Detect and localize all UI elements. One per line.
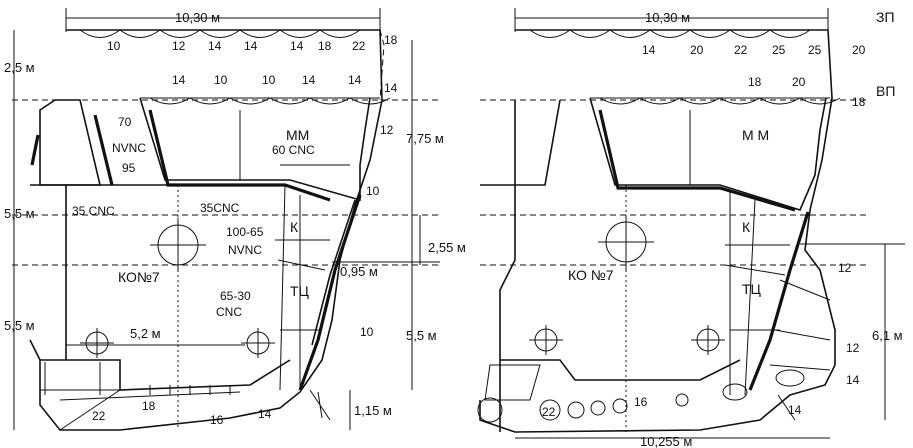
svg-text:14: 14 (788, 403, 802, 417)
svg-text:20: 20 (690, 43, 704, 57)
left-wing-compartment (39, 99, 102, 186)
dim-10-255: 10,255 м (640, 434, 692, 448)
dim-5-5-lower: 5,5 м (4, 318, 35, 333)
dim-1-15: 1,15 м (354, 403, 392, 418)
armor-100-65: 100-65 (226, 225, 264, 239)
label-engine-room-left: ММ (286, 127, 309, 143)
svg-text:14: 14 (244, 39, 258, 53)
dim-5-5-right: 5,5 м (406, 328, 437, 343)
svg-text:14: 14 (208, 39, 222, 53)
svg-text:18: 18 (318, 39, 332, 53)
svg-text:12: 12 (846, 341, 860, 355)
deck-zp-label: ЗП (876, 9, 895, 25)
svg-text:10: 10 (262, 73, 276, 87)
dim-5-5-upper: 5,5 м (4, 206, 35, 221)
svg-text:20: 20 (792, 75, 806, 89)
left-mid-thicknesses: 14 10 10 14 14 14 (172, 73, 398, 95)
svg-text:16: 16 (210, 413, 224, 427)
svg-text:14: 14 (846, 373, 860, 387)
dim-6-1: 6,1 м (872, 328, 903, 343)
svg-text:18: 18 (142, 399, 156, 413)
right-section: 10,30 м ЗП ВП (477, 8, 905, 448)
armor-cnc: CNC (216, 305, 242, 319)
deck-vp-label: ВП (876, 83, 895, 99)
right-engine-room-outline (589, 97, 827, 211)
svg-text:18: 18 (852, 95, 866, 109)
svg-text:22: 22 (92, 409, 106, 423)
svg-text:10: 10 (360, 325, 374, 339)
dim-5-2: 5,2 м (130, 326, 161, 341)
svg-text:22: 22 (352, 39, 366, 53)
label-boiler-room-right: КО №7 (568, 267, 614, 283)
svg-text:14: 14 (172, 73, 186, 87)
armor-nvnc: NVNC (112, 141, 146, 155)
armor-95: 95 (122, 161, 136, 175)
svg-text:14: 14 (384, 81, 398, 95)
armor-35cnc-left: 35 CNC (72, 204, 115, 218)
svg-text:20: 20 (852, 43, 866, 57)
label-k-right: К (742, 219, 751, 235)
label-boiler-room-left: КО№7 (118, 269, 160, 285)
label-k-left: К (290, 219, 299, 235)
svg-text:22: 22 (542, 405, 556, 419)
dim-7-75: 7,75 м (406, 131, 444, 146)
left-armor-belt (298, 194, 362, 391)
svg-text:14: 14 (302, 73, 316, 87)
svg-text:18: 18 (384, 33, 398, 47)
dim-2-5: 2,5 м (4, 60, 35, 75)
svg-text:25: 25 (808, 43, 822, 57)
left-top-thicknesses: 10 12 14 14 14 18 22 18 (107, 33, 398, 53)
right-hull-outline (479, 29, 836, 433)
svg-text:14: 14 (642, 43, 656, 57)
svg-text:22: 22 (734, 43, 748, 57)
armor-35cnc-mid: 35CNC (200, 201, 240, 215)
armor-nvnc-2: NVNC (228, 243, 262, 257)
svg-text:14: 14 (290, 39, 304, 53)
svg-text:10: 10 (214, 73, 228, 87)
svg-text:14: 14 (258, 407, 272, 421)
armor-65-30: 65-30 (220, 289, 251, 303)
label-tc-left: ТЦ (290, 283, 310, 299)
svg-text:18: 18 (748, 75, 762, 89)
dim-10-30-left: 10,30 м (175, 10, 220, 25)
svg-text:10: 10 (107, 39, 121, 53)
dim-0-95: 0,95 м (340, 264, 378, 279)
svg-text:14: 14 (348, 73, 362, 87)
left-hull-outline (29, 29, 383, 431)
armor-70: 70 (118, 115, 132, 129)
left-bottom-thicknesses: 22 18 16 14 (92, 399, 272, 427)
armor-60cnc: 60 CNC (272, 143, 315, 157)
label-engine-room-right: М М (742, 127, 769, 143)
right-armor-deck (598, 109, 796, 212)
dim-2-55: 2,55 м (428, 240, 466, 255)
right-top-thicknesses: 14 20 22 25 25 20 (642, 43, 866, 57)
left-section: 10,30 м (4, 8, 466, 431)
svg-text:12: 12 (838, 261, 852, 275)
left-armor-deck (148, 109, 331, 202)
svg-text:25: 25 (772, 43, 786, 57)
svg-text:12: 12 (172, 39, 186, 53)
dim-10-30-right: 10,30 м (645, 10, 690, 25)
svg-text:12: 12 (380, 123, 394, 137)
label-tc-right: ТЦ (742, 281, 762, 297)
svg-text:10: 10 (366, 184, 380, 198)
svg-text:16: 16 (634, 395, 648, 409)
right-armor-belt (748, 211, 810, 391)
